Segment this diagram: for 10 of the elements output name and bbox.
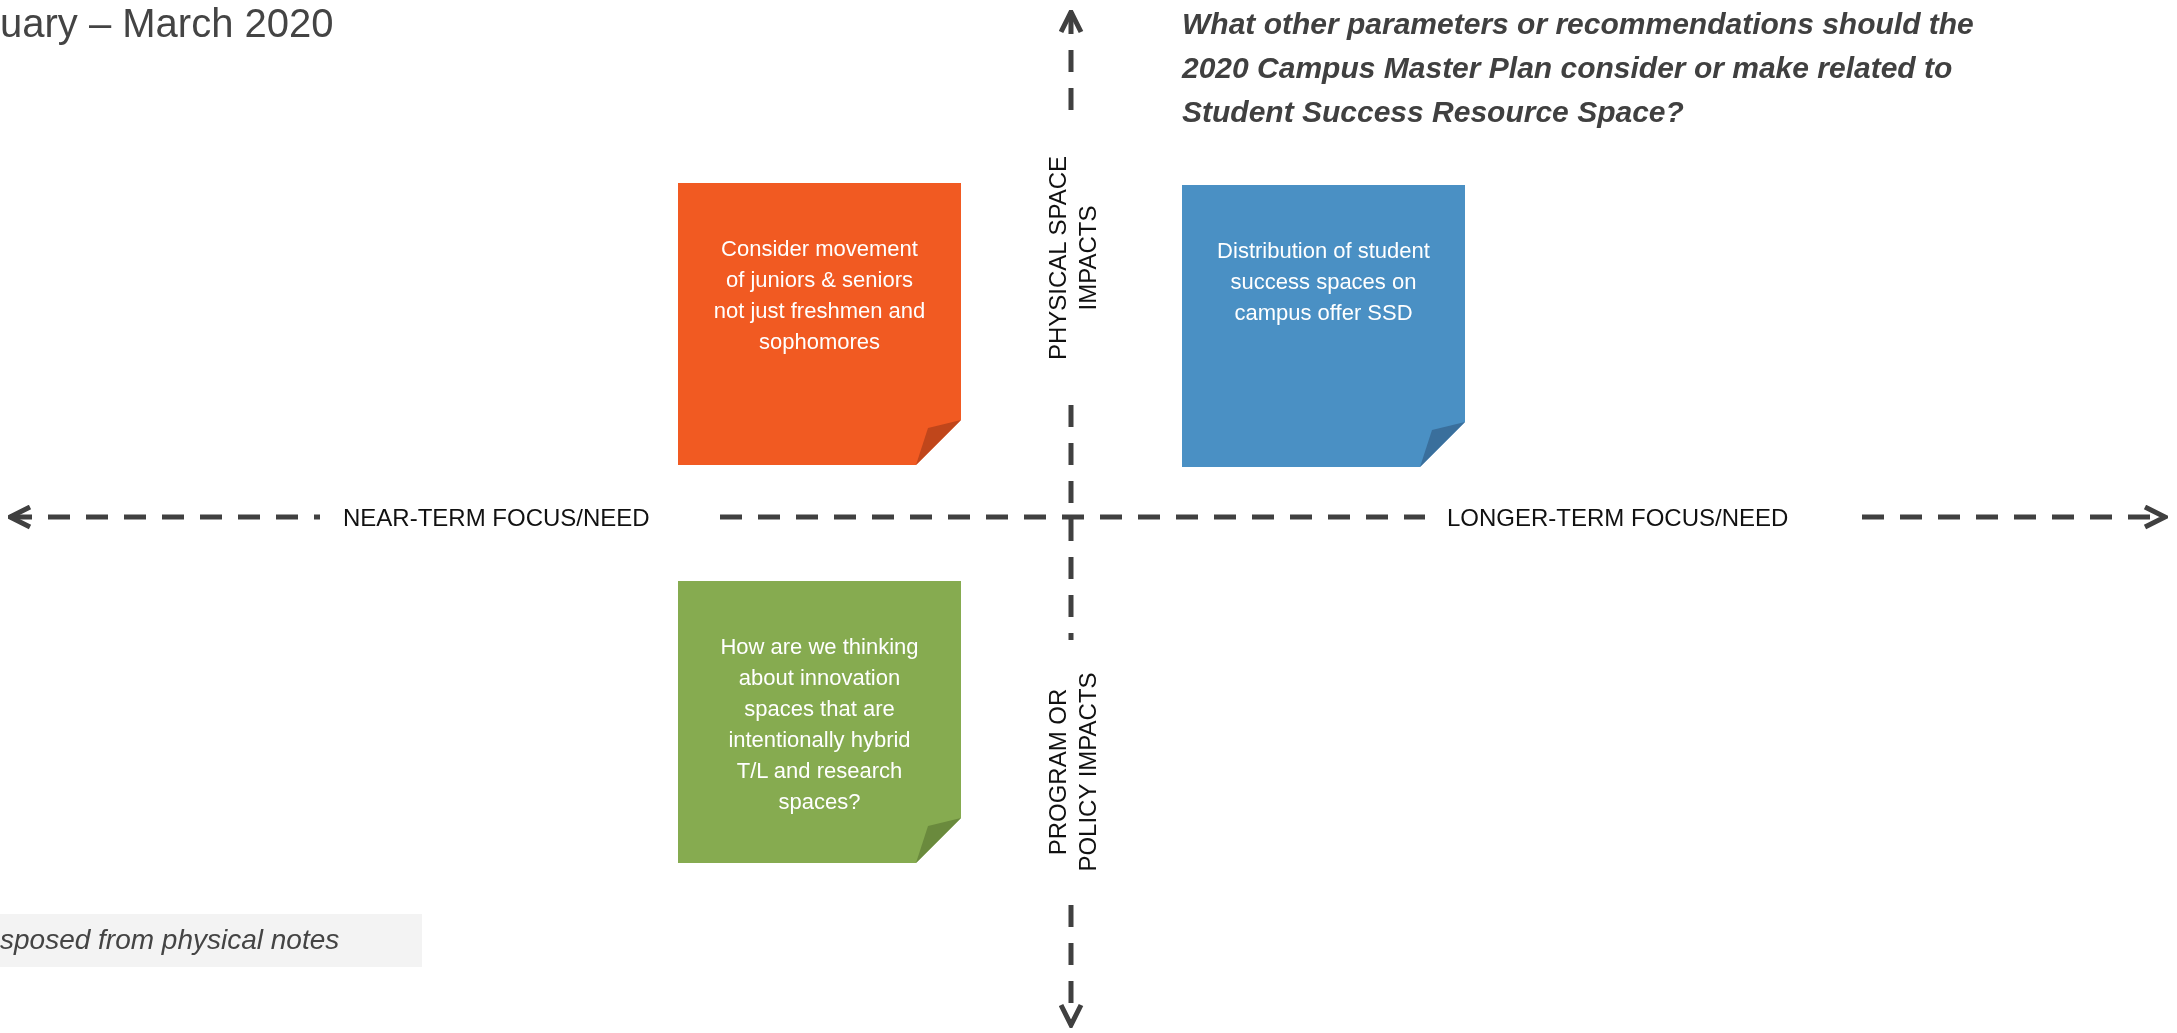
axis-label: PHYSICAL SPACE IMPACTS (1043, 154, 1102, 363)
axis-label: PROGRAM OR POLICY IMPACTS (1043, 672, 1102, 872)
axis-label: NEAR-TERM FOCUS/NEED (343, 504, 650, 532)
sticky-note: Distribution of student success spaces on campus offer SSD (1182, 185, 1465, 467)
sticky-note: Consider movement of juniors & seniors not just freshmen and sophomores (678, 183, 961, 465)
axis-label: LONGER-TERM FOCUS/NEED (1447, 504, 1789, 532)
heading: uary – March 2020 (0, 0, 334, 46)
sticky-note: How are we thinking about innovation spaces that are intentionally hybrid T/L and research spaces? (678, 581, 961, 863)
footnote: sposed from physical notes (0, 914, 422, 967)
question-text: What other parameters or recommendations should the 2020 Campus Master Plan consider or make related to Student Success Resource Space? (1182, 6, 1975, 130)
